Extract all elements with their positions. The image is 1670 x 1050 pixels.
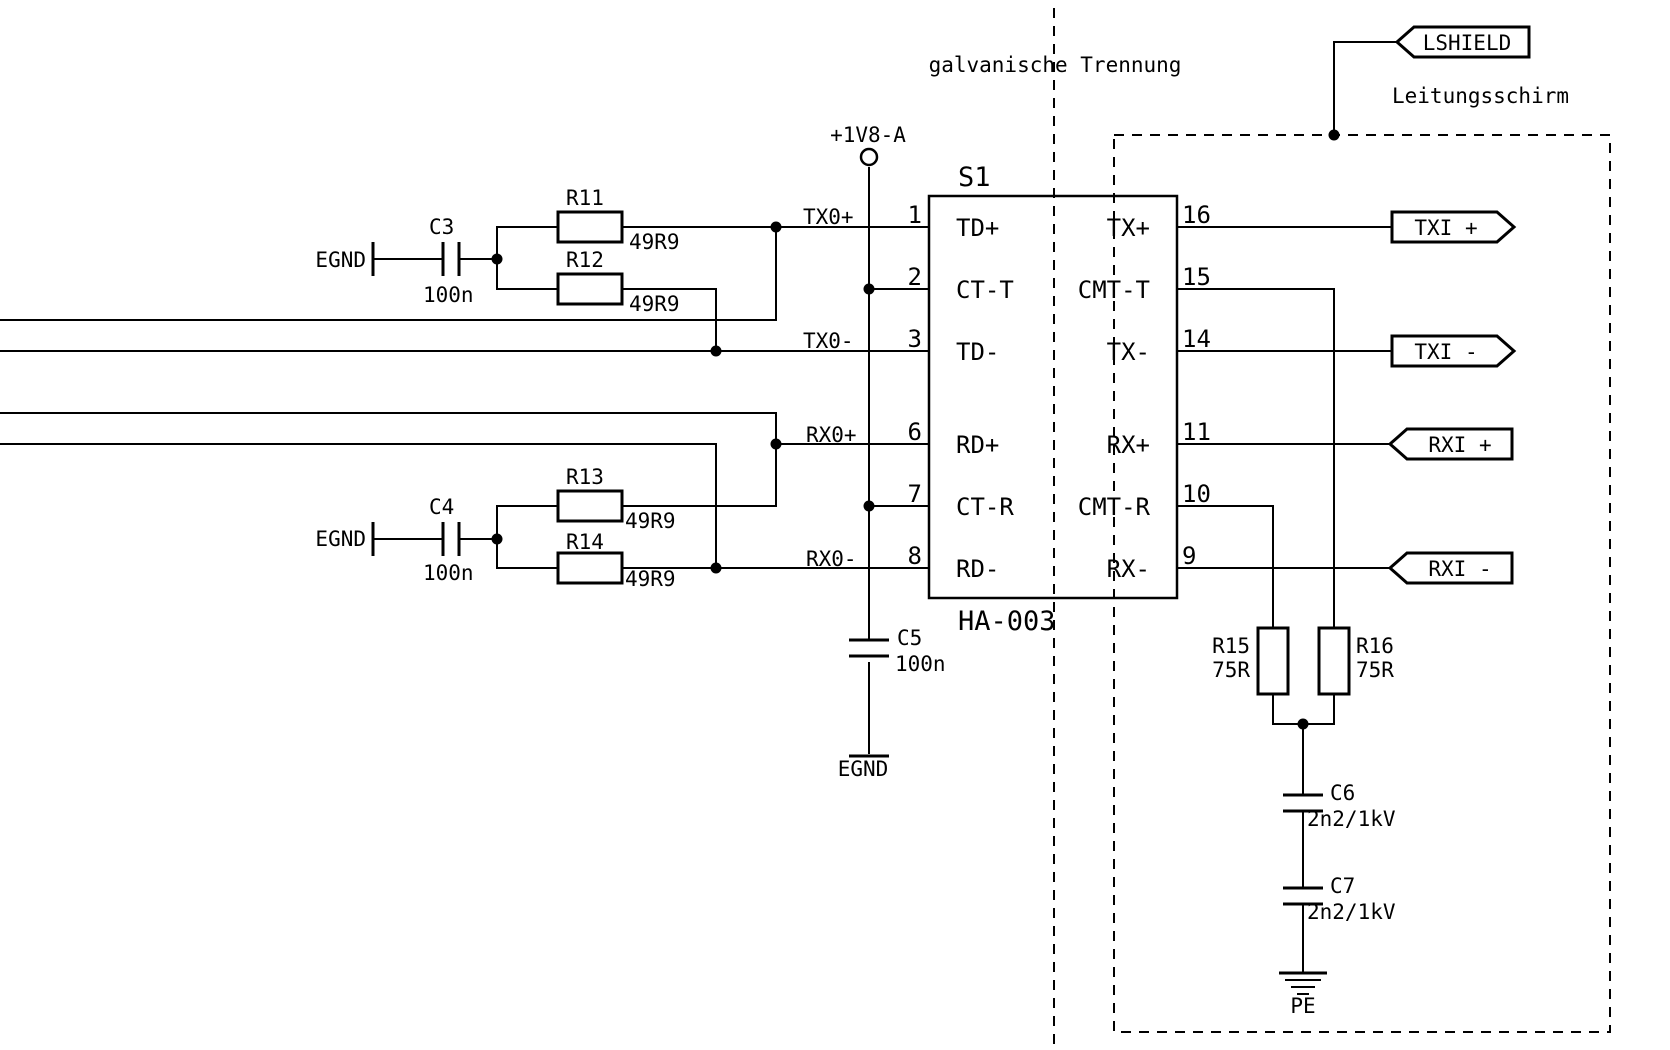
port-txi-plus: TXI + bbox=[1390, 210, 1517, 244]
resistor-r15 bbox=[1256, 626, 1290, 696]
c4-ref: C4 bbox=[429, 495, 454, 519]
capacitor-c5 bbox=[849, 638, 889, 658]
c4-value: 100n bbox=[423, 561, 474, 585]
junction-dots-right bbox=[1297, 129, 1340, 730]
c5-ref: C5 bbox=[897, 626, 922, 650]
resistor-r12 bbox=[556, 272, 624, 306]
transformer-s1: S1 HA-003 TD+ CT-T TD- RD+ CT-R RD- TX+ … bbox=[908, 162, 1211, 637]
port-txi-plus-label: TXI + bbox=[1414, 216, 1477, 240]
pin-num-16: 16 bbox=[1182, 201, 1211, 229]
r14-value: 49R9 bbox=[625, 567, 676, 591]
left-wiring bbox=[0, 167, 929, 758]
pin-num-14: 14 bbox=[1182, 325, 1211, 353]
pin-name-rd-minus: RD- bbox=[956, 555, 999, 583]
port-rxi-plus: RXI + bbox=[1387, 427, 1514, 461]
ic-ref: S1 bbox=[958, 162, 991, 193]
right-wiring bbox=[1177, 41, 1397, 972]
earth-ground-icon bbox=[1279, 971, 1327, 995]
egnd-c3-label: EGND bbox=[315, 248, 366, 272]
port-lshield-label: LSHIELD bbox=[1423, 31, 1512, 55]
capacitor-c6 bbox=[1283, 793, 1323, 813]
shield-desc-label: Leitungsschirm bbox=[1392, 84, 1569, 108]
port-txi-minus-label: TXI - bbox=[1414, 340, 1477, 364]
pin-name-td-minus: TD- bbox=[956, 338, 999, 366]
pin-num-11: 11 bbox=[1182, 418, 1211, 446]
resistor-r13 bbox=[556, 489, 624, 523]
c6-value: 2n2/1kV bbox=[1307, 807, 1396, 831]
r14-ref: R14 bbox=[566, 530, 604, 554]
pin-name-ct-t: CT-T bbox=[956, 276, 1014, 304]
c3-ref: C3 bbox=[429, 215, 454, 239]
c7-ref: C7 bbox=[1330, 874, 1355, 898]
shield-boundary-box bbox=[1113, 134, 1611, 1033]
c3-value: 100n bbox=[423, 283, 474, 307]
pin-num-7: 7 bbox=[908, 480, 922, 508]
pin-num-8: 8 bbox=[908, 542, 922, 570]
r12-ref: R12 bbox=[566, 248, 604, 272]
r11-value: 49R9 bbox=[629, 230, 680, 254]
pin-num-9: 9 bbox=[1182, 542, 1196, 570]
c6-ref: C6 bbox=[1330, 781, 1355, 805]
pe-label: PE bbox=[1290, 994, 1315, 1018]
pin-name-tx-plus: TX+ bbox=[1107, 214, 1150, 242]
pin-num-15: 15 bbox=[1182, 263, 1211, 291]
pin-num-6: 6 bbox=[908, 418, 922, 446]
r15-value: 75R bbox=[1212, 658, 1250, 682]
capacitor-c7 bbox=[1283, 886, 1323, 906]
r13-value: 49R9 bbox=[625, 509, 676, 533]
c7-value: 2n2/1kV bbox=[1307, 900, 1396, 924]
pin-num-10: 10 bbox=[1182, 480, 1211, 508]
egnd-bottom-label: EGND bbox=[838, 757, 889, 781]
net-tx0-plus: TX0+ bbox=[803, 205, 854, 229]
junction-dots-left bbox=[491, 221, 875, 574]
net-tx0-minus: TX0- bbox=[803, 329, 854, 353]
ic-part: HA-003 bbox=[958, 606, 1056, 637]
capacitor-c3 bbox=[441, 242, 461, 276]
r12-value: 49R9 bbox=[629, 292, 680, 316]
galvanic-label: galvanische Trennung bbox=[929, 53, 1182, 77]
pin-name-tx-minus: TX- bbox=[1107, 338, 1150, 366]
power-label: +1V8-A bbox=[830, 123, 906, 147]
r15-ref: R15 bbox=[1212, 634, 1250, 658]
pin-num-3: 3 bbox=[908, 325, 922, 353]
pin-num-2: 2 bbox=[908, 263, 922, 291]
port-txi-minus: TXI - bbox=[1390, 334, 1517, 368]
c5-value: 100n bbox=[895, 652, 946, 676]
r11-ref: R11 bbox=[566, 186, 604, 210]
port-lshield: LSHIELD bbox=[1394, 25, 1531, 59]
resistor-r16 bbox=[1317, 626, 1351, 696]
pin-name-cmt-t: CMT-T bbox=[1078, 276, 1150, 304]
pin-name-rd-plus: RD+ bbox=[956, 431, 999, 459]
resistor-r11 bbox=[556, 210, 624, 244]
egnd-c4-label: EGND bbox=[315, 527, 366, 551]
capacitor-c4 bbox=[441, 522, 461, 556]
power-terminal bbox=[859, 147, 879, 167]
resistor-r14 bbox=[556, 551, 624, 585]
pin-name-ct-r: CT-R bbox=[956, 493, 1014, 521]
port-rxi-minus-label: RXI - bbox=[1428, 557, 1491, 581]
pin-name-rx-plus: RX+ bbox=[1107, 431, 1150, 459]
r16-value: 75R bbox=[1356, 658, 1394, 682]
port-rxi-plus-label: RXI + bbox=[1428, 433, 1491, 457]
pin-name-cmt-r: CMT-R bbox=[1078, 493, 1151, 521]
r16-ref: R16 bbox=[1356, 634, 1394, 658]
pin-name-rx-minus: RX- bbox=[1107, 555, 1150, 583]
pin-name-td-plus: TD+ bbox=[956, 214, 999, 242]
port-rxi-minus: RXI - bbox=[1387, 551, 1514, 585]
ic-body bbox=[927, 194, 1179, 600]
pin-num-1: 1 bbox=[908, 201, 922, 229]
r13-ref: R13 bbox=[566, 465, 604, 489]
